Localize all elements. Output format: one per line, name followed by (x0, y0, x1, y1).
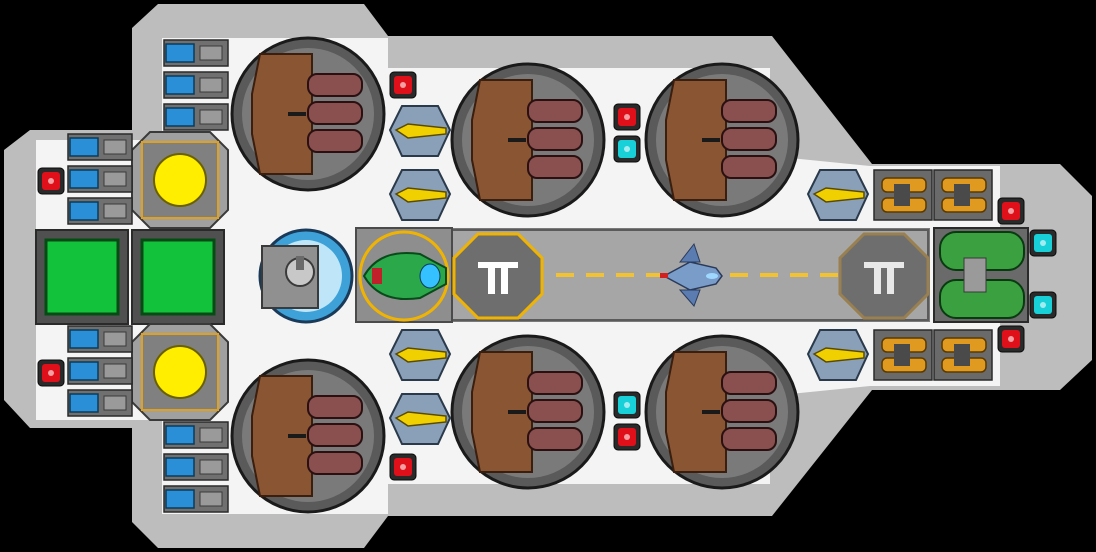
thruster-group (873, 169, 993, 381)
indicator-light-icon (1029, 229, 1057, 257)
missile-launcher-icon (388, 329, 452, 381)
indicator-light-icon (389, 71, 417, 99)
turret-mount-icon (644, 334, 800, 490)
thruster-icon (873, 329, 933, 381)
indicator-light-icon (1029, 291, 1057, 319)
battery-icon (163, 485, 229, 513)
light-group (37, 71, 1057, 481)
turret-mount-icon (450, 62, 606, 218)
battery-icon (163, 453, 229, 481)
battery-icon (163, 421, 229, 449)
reactor-core-icon (35, 229, 129, 325)
battery-icon (163, 103, 229, 131)
helipad-icon (452, 232, 544, 320)
drone-bay-icon (258, 228, 354, 324)
battery-icon (67, 165, 133, 193)
battery-icon (163, 71, 229, 99)
indicator-light-icon (37, 359, 65, 387)
indicator-light-icon (613, 135, 641, 163)
turret-group (230, 36, 800, 514)
battery-icon (67, 197, 133, 225)
thruster-icon (873, 169, 933, 221)
battery-icon (67, 389, 133, 417)
turret-mount-icon (450, 334, 606, 490)
battery-icon (67, 325, 133, 353)
turret-mount-icon (230, 36, 386, 192)
missile-launcher-icon (806, 169, 870, 221)
indicator-light-icon (613, 391, 641, 419)
indicator-light-icon (997, 197, 1025, 225)
battery-icon (67, 133, 133, 161)
shield-generator-icon (131, 131, 229, 229)
shield-generator-icon (131, 323, 229, 421)
missile-launcher-icon (388, 169, 452, 221)
battery-icon (67, 357, 133, 385)
missile-launcher-icon (806, 329, 870, 381)
indicator-light-icon (997, 325, 1025, 353)
docked-fighter-icon (358, 230, 450, 322)
missile-launcher-icon (388, 393, 452, 445)
runway-centerline (556, 273, 838, 277)
missile-launcher-icon (388, 105, 452, 157)
battery-group (67, 39, 229, 513)
indicator-light-icon (37, 167, 65, 195)
fighter-ship-icon (660, 242, 723, 307)
battery-icon (163, 39, 229, 67)
turret-mount-icon (644, 62, 800, 218)
indicator-light-icon (613, 103, 641, 131)
engine-icon (933, 227, 1029, 323)
reactor-core-icon (131, 229, 225, 325)
helipad-icon (838, 232, 930, 320)
thruster-icon (933, 169, 993, 221)
thruster-icon (933, 329, 993, 381)
indicator-light-icon (613, 423, 641, 451)
missile-group (388, 105, 870, 445)
indicator-light-icon (389, 453, 417, 481)
turret-mount-icon (230, 358, 386, 514)
